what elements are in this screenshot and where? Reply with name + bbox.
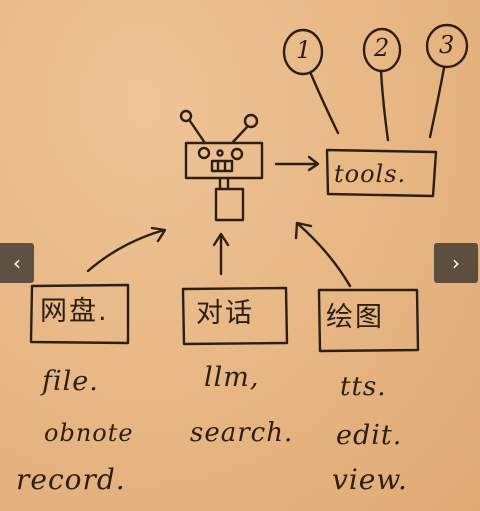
robot-eye-right — [230, 147, 244, 161]
netdisk-item-file: file. — [42, 366, 99, 397]
module-netdisk-label: 网盘. — [40, 296, 109, 327]
circle-number-1: 1 — [296, 36, 313, 64]
netdisk-item-obnote: obnote — [44, 419, 134, 447]
number-circle-3 — [425, 23, 469, 69]
robot-head — [184, 141, 264, 180]
arrow-chat-to-robot — [212, 232, 230, 276]
robot-body — [214, 187, 245, 222]
antenna-left-tip — [179, 109, 193, 123]
circle-number-2: 2 — [374, 34, 391, 62]
arrow-netdisk-to-robot — [86, 226, 167, 273]
next-image-button[interactable]: › — [434, 243, 478, 283]
draw-item-view: view. — [332, 463, 408, 496]
tools-box — [325, 148, 438, 198]
module-chat-label: 对话 — [196, 298, 254, 329]
number-circle-1 — [282, 28, 324, 76]
draw-item-tts: tts. — [340, 372, 387, 402]
line-2-to-tools — [379, 69, 390, 142]
box-netdisk — [29, 283, 130, 345]
line-3-to-tools — [428, 66, 446, 139]
antenna-right-tip — [243, 113, 259, 129]
box-draw — [317, 288, 420, 353]
chat-item-llm: llm, — [204, 362, 260, 393]
chevron-left-icon: ‹ — [13, 251, 21, 275]
box-chat — [181, 286, 289, 346]
chat-item-search: search. — [190, 418, 294, 448]
tools-label: tools. — [334, 160, 407, 188]
circle-number-3: 3 — [439, 31, 456, 59]
netdisk-item-record: record. — [16, 463, 126, 496]
robot-eye-left — [197, 146, 211, 160]
line-1-to-tools — [309, 72, 340, 135]
module-draw-label: 绘图 — [326, 302, 384, 333]
arrow-robot-to-tools — [274, 155, 320, 172]
chevron-right-icon: › — [452, 251, 460, 275]
arrow-draw-to-robot — [294, 221, 352, 288]
draw-item-edit: edit. — [336, 420, 403, 451]
robot-mouth — [210, 159, 234, 173]
prev-image-button[interactable]: ‹ — [0, 243, 34, 283]
